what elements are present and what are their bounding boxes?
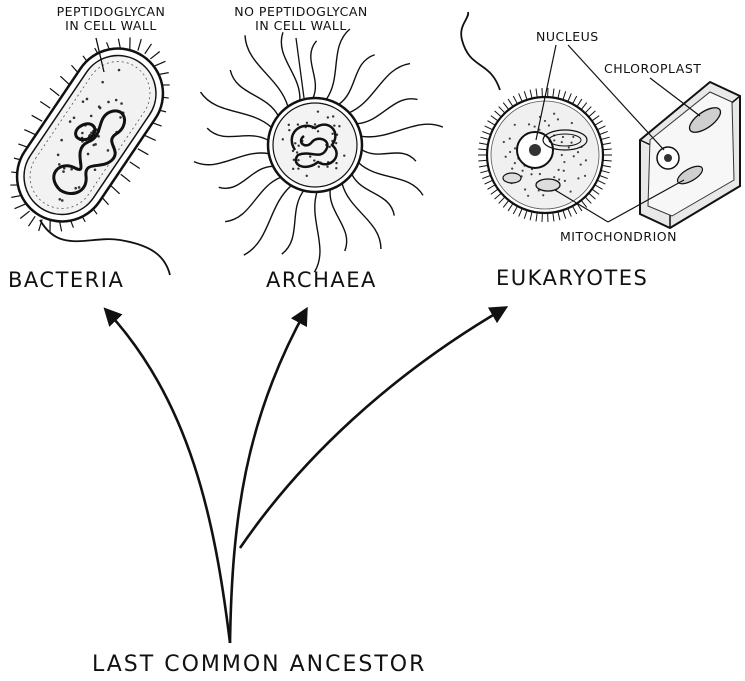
bacteria-nucleoid	[52, 109, 126, 195]
bacteria-cell-illustration	[10, 37, 171, 276]
peptidoglycan-label-line2: IN CELL WALL	[65, 18, 157, 34]
branch-to-archaea	[228, 306, 308, 644]
peptidoglycan-label-line1: PEPTIDOGLYCAN	[56, 4, 166, 19]
chloroplast-pointer	[649, 77, 701, 117]
branch-to-bacteria	[103, 307, 232, 644]
chloroplast-label: CHLOROPLAST	[604, 61, 702, 76]
mitochondrion-pointer-2	[607, 179, 685, 223]
peptidoglycan-label: PEPTIDOGLYCAN IN CELL WALL	[36, 4, 186, 34]
eukaryote-cells-illustration	[460, 11, 741, 230]
plant-chloroplast	[688, 107, 722, 133]
no-peptidoglycan-label-line1: NO PEPTIDOGLYCAN	[234, 4, 368, 19]
last-common-ancestor-label: LAST COMMON ANCESTOR	[92, 652, 427, 677]
nucleus-pointer-2	[567, 44, 665, 151]
peptidoglycan-pointer	[95, 37, 105, 73]
no-peptidoglycan-label: NO PEPTIDOGLYCAN IN CELL WALL	[226, 4, 376, 34]
bacteria-flagellum	[39, 219, 171, 276]
eukaryotes-label: EUKARYOTES	[496, 266, 649, 290]
nucleus-pointer-1	[535, 44, 557, 141]
eukaryote-cilia	[478, 88, 612, 222]
archaea-label: ARCHAEA	[266, 268, 377, 292]
archaea-cell-illustration	[193, 28, 444, 273]
eukaryote-mitochondrion	[535, 178, 561, 192]
archaea-appendages	[193, 28, 444, 273]
no-peptidoglycan-pointer	[295, 37, 305, 99]
no-peptidoglycan-label-line2: IN CELL WALL	[255, 18, 347, 34]
mitochondrion-label: MITOCHONDRION	[560, 229, 677, 244]
eukaryote-flagellum	[460, 11, 501, 91]
evolution-tree-branches	[103, 306, 509, 644]
bacteria-label: BACTERIA	[8, 268, 125, 292]
branch-to-eukaryotes	[238, 306, 509, 549]
nucleus-label: NUCLEUS	[536, 29, 599, 44]
eukaryote-er	[542, 129, 588, 151]
mitochondrion-pointer-1	[554, 189, 609, 223]
archaea-nucleoid	[290, 123, 338, 169]
